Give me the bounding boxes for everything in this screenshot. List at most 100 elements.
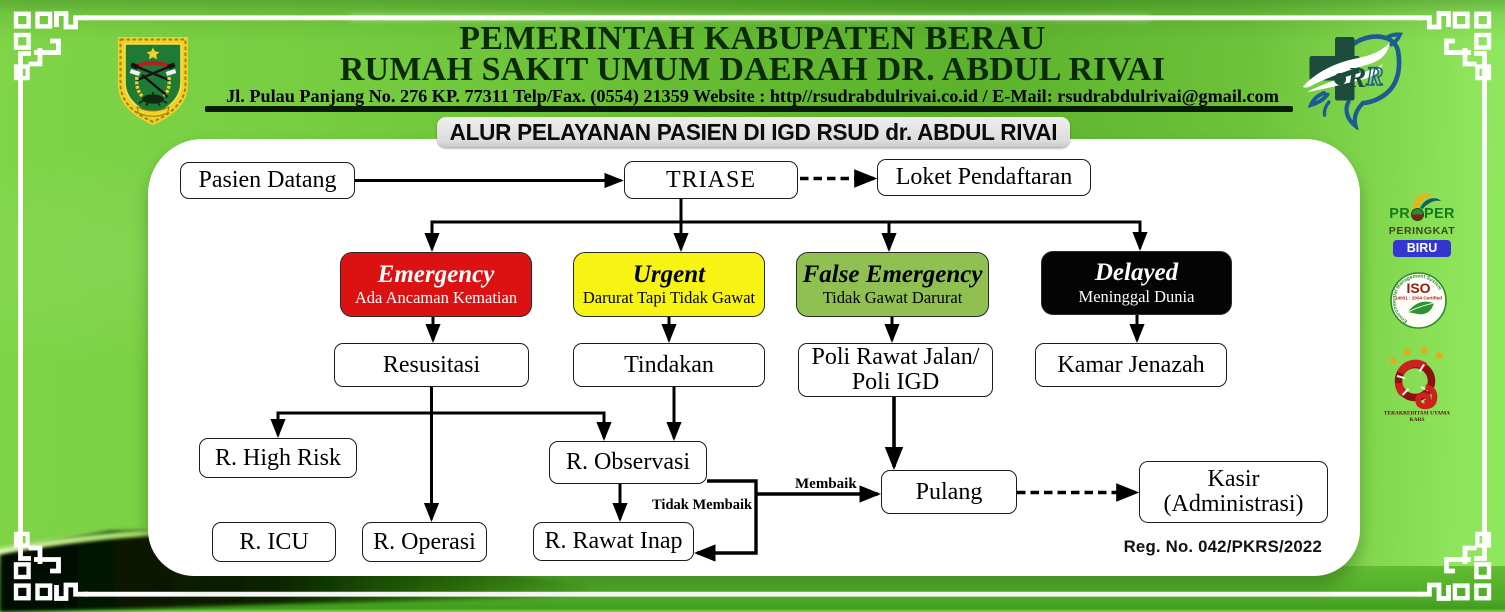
category-false-emergency-title: False Emergency	[802, 260, 983, 288]
coat-star	[146, 47, 160, 60]
berau-coat-of-arms-shape-2	[119, 38, 187, 123]
node-r-operasi-label: R. Operasi	[373, 528, 476, 555]
node-kamar-jenazah-label: Kamar Jenazah	[1057, 351, 1205, 378]
category-false-emergency-subtitle: Tidak Gawat Darurat	[822, 288, 963, 308]
node-pulang-label: Pulang	[915, 478, 983, 505]
kars-ring-shape-6	[1401, 388, 1410, 396]
header: PEMERINTAH KABUPATEN BERAU RUMAH SAKIT U…	[200, 20, 1305, 106]
kars-badge: TERAKREDITASI UTAMA KARS	[1384, 345, 1450, 423]
node-pasien-datang-label: Pasien Datang	[198, 167, 337, 194]
hospital-logo-fish-outline-shape-2	[1360, 51, 1402, 106]
node-resusitasi: Resusitasi	[334, 343, 529, 387]
hospital-logo-fish-outline-shape-5	[1322, 100, 1331, 117]
berau-coat-of-arms-shape-4	[130, 62, 139, 70]
category-false-emergency: False Emergency Tidak Gawat Darurat	[796, 252, 989, 317]
government-title: PEMERINTAH KABUPATEN BERAU	[459, 20, 1046, 57]
kars-stars-shape-3	[1419, 345, 1429, 355]
coat-crossed-tools	[134, 64, 172, 82]
coat-turtle	[142, 94, 164, 104]
kars-stars	[1388, 345, 1444, 365]
node-r-high-risk: R. High Risk	[199, 438, 357, 478]
category-emergency-subtitle: Ada Ancaman Kematian	[354, 288, 518, 308]
node-r-icu: R. ICU	[212, 522, 336, 562]
node-r-icu-label: R. ICU	[239, 528, 309, 555]
flow-connectors-group-2	[270, 169, 1148, 562]
node-kasir-line2: (Administrasi)	[1163, 491, 1304, 517]
node-triase: TRIASE	[624, 161, 798, 199]
kars-ring-shape-4	[1418, 363, 1425, 373]
iso-subtitle: 14001 : 2004 Certified	[1395, 296, 1442, 301]
category-urgent: Urgent Darurat Tapi Tidak Gawat	[573, 252, 765, 317]
node-loket-pendaftaran: Loket Pendaftaran	[877, 159, 1091, 196]
node-kasir-line1: Kasir	[1207, 466, 1260, 493]
hospital-logo-letter-r-outline: R	[1365, 62, 1383, 91]
hospital-logo-fish-outline	[1307, 32, 1403, 130]
node-poli-line1: Poli Rawat Jalan/	[811, 344, 980, 371]
kars-ring	[1394, 359, 1438, 410]
kars-stars-shape-1	[1388, 356, 1398, 365]
hospital-logo-letter-r: R	[1346, 62, 1366, 94]
hospital-logo: R R	[1303, 32, 1403, 130]
node-tindakan-label: Tindakan	[624, 351, 714, 378]
label-tidak-membaik: Tidak Membaik	[652, 497, 753, 513]
node-r-operasi: R. Operasi	[362, 522, 487, 562]
hospital-logo-fish-outline-shape-3	[1344, 99, 1366, 130]
coat-banner	[136, 61, 170, 68]
node-poli: Poli Rawat Jalan/ Poli IGD	[798, 343, 993, 397]
category-delayed-subtitle: Meninggal Dunia	[1078, 286, 1195, 306]
node-tindakan: Tindakan	[573, 343, 765, 387]
hospital-logo-fish-outline-shape-6	[1384, 32, 1403, 47]
hospital-logo-dot	[1334, 73, 1346, 85]
berau-coat-of-arms-shape-5	[167, 62, 176, 70]
iso-title: ISO	[1406, 280, 1430, 296]
hospital-title: RUMAH SAKIT UMUM DAERAH DR. ABDUL RIVAI	[339, 51, 1166, 88]
iso-badge-shape-1	[1390, 272, 1447, 329]
node-r-high-risk-label: R. High Risk	[214, 444, 342, 471]
proper-globe-icon	[1410, 207, 1424, 221]
kars-label-line2: KARS	[1410, 417, 1425, 423]
page-title-bar: ALUR PELAYANAN PASIEN DI IGD RSUD dr. AB…	[437, 117, 1070, 147]
proper-swoosh-shape-1	[1413, 193, 1434, 209]
node-resusitasi-label: Resusitasi	[382, 351, 481, 378]
node-poli-line2: Poli IGD	[851, 369, 940, 395]
hospital-logo-swoosh	[1303, 43, 1390, 88]
kars-stars-shape-4	[1434, 351, 1444, 360]
proper-badge: PR PER PERINGKAT BIRU	[1380, 193, 1464, 257]
label-membaik: Membaik	[795, 476, 857, 492]
iso-badge-shape-5	[1407, 302, 1435, 313]
berau-coat-of-arms-shape-9	[164, 93, 168, 99]
proper-swoosh	[1413, 193, 1441, 209]
proper-swoosh-shape-2	[1420, 198, 1441, 209]
proper-rank-label: PERINGKAT	[1388, 224, 1456, 237]
node-r-rawat-inap-label: R. Rawat Inap	[544, 528, 683, 555]
kars-ring-shape-5	[1396, 375, 1406, 380]
registration-number: Reg. No. 042/PKRS/2022	[1123, 537, 1322, 556]
iso-badge: Environmental Management System ISO 1400…	[1390, 272, 1447, 329]
category-delayed: Delayed Meninggal Dunia	[1041, 251, 1232, 315]
berau-coat-of-arms-shape-6	[129, 69, 141, 76]
category-urgent-subtitle: Darurat Tapi Tidak Gawat	[582, 288, 756, 308]
berau-coat-of-arms-shape-7	[165, 69, 177, 76]
node-r-observasi-label: R. Observasi	[566, 449, 690, 476]
page-title: ALUR PELAYANAN PASIEN DI IGD RSUD dr. AB…	[449, 118, 1058, 145]
category-delayed-title: Delayed	[1094, 259, 1179, 287]
arrow-tidak-membaik-to-rawat-inap	[693, 479, 758, 562]
node-r-rawat-inap: R. Rawat Inap	[533, 522, 694, 561]
category-emergency: Emergency Ada Ancaman Kematian	[340, 252, 532, 317]
berau-coat-of-arms	[118, 37, 188, 125]
hospital-address: Jl. Pulau Panjang No. 276 KP. 77311 Telp…	[226, 86, 1279, 106]
node-kamar-jenazah: Kamar Jenazah	[1035, 343, 1227, 387]
node-r-observasi: R. Observasi	[549, 441, 707, 484]
kars-ring-shape-8	[1415, 384, 1438, 410]
category-emergency-title: Emergency	[377, 260, 495, 288]
proper-text-right: PER	[1424, 206, 1455, 222]
ornamental-frame-shape-13	[350, 14, 1150, 21]
proper-level-badge: BIRU	[1393, 239, 1451, 257]
node-pulang: Pulang	[881, 470, 1017, 514]
node-triase-label: TRIASE	[666, 166, 756, 193]
kars-label-line1: TERAKREDITASI UTAMA	[1384, 411, 1450, 417]
proper-text-left: PR	[1389, 206, 1411, 222]
